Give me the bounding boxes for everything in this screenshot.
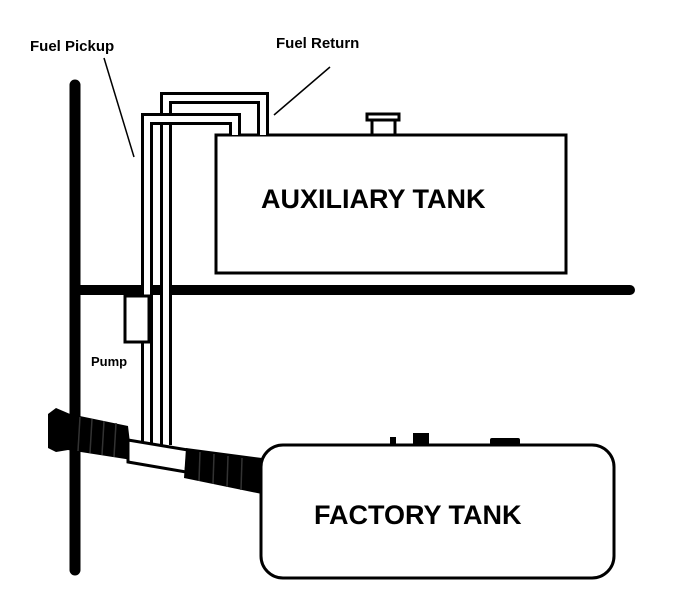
pump-label: Pump — [91, 354, 127, 369]
factory-tank — [259, 443, 616, 580]
pump — [123, 294, 151, 344]
factory-tank-fitting-1 — [390, 437, 396, 446]
fuel-pickup-label: Fuel Pickup — [30, 38, 114, 55]
filler-hose-fitting — [126, 438, 190, 474]
fuel-return-label: Fuel Return — [276, 35, 359, 52]
fuel-pickup-pointer — [103, 57, 135, 158]
factory-tank-label: FACTORY TANK — [314, 500, 522, 530]
filler-hose-right-ribs — [198, 451, 243, 491]
factory-tank-fitting-2 — [413, 433, 429, 445]
auxiliary-tank-filler-cap — [365, 112, 401, 137]
factory-tank-fitting-3 — [490, 438, 520, 445]
auxiliary-tank-label: AUXILIARY TANK — [261, 184, 486, 214]
fuel-return-pointer — [273, 66, 331, 116]
auxiliary-tank — [214, 133, 568, 275]
filler-hose-ribs — [77, 416, 117, 458]
filler-hose-left — [48, 408, 132, 460]
filler-hose-right — [184, 448, 262, 494]
